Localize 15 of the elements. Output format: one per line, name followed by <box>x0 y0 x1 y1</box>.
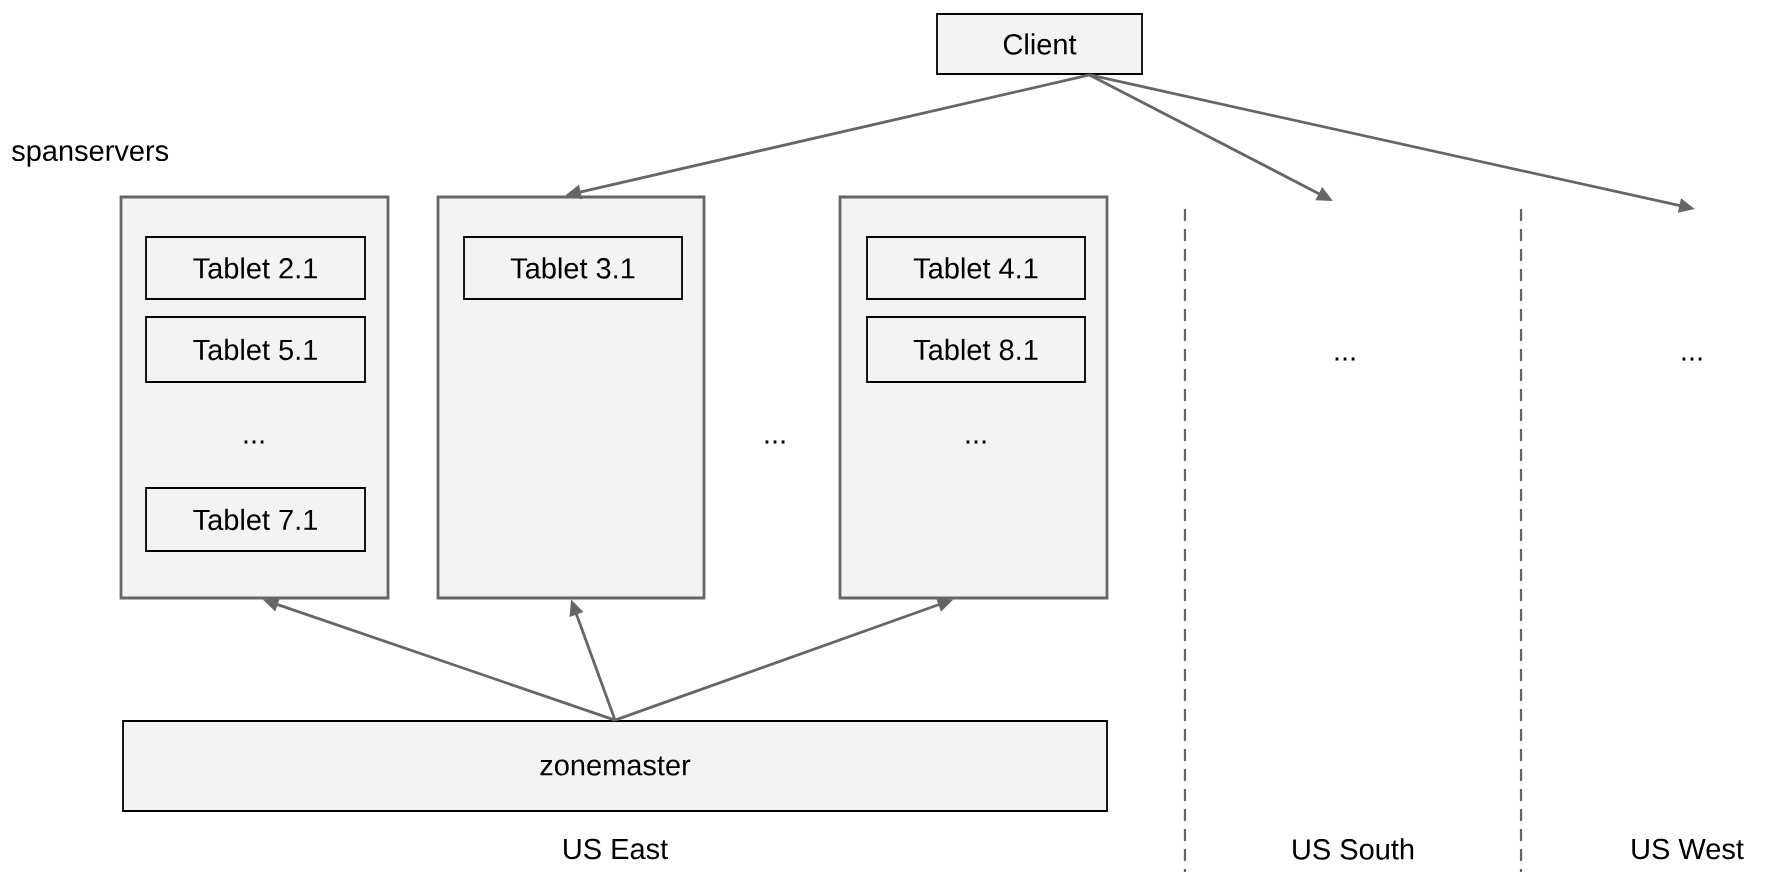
region-label: US East <box>564 838 668 860</box>
region-label: US South <box>1293 838 1414 860</box>
tablet-box: Tablet 5.1 <box>145 316 366 383</box>
client-box: Client <box>936 13 1143 75</box>
tablet-box: Tablet 3.1 <box>463 236 683 300</box>
tablet-box: Tablet 4.1 <box>866 236 1086 300</box>
tablet-box: Tablet 2.1 <box>145 236 366 300</box>
tablet-box: Tablet 7.1 <box>145 487 366 552</box>
ellipsis: ... <box>1335 357 1355 361</box>
group-label: spanservers <box>12 145 169 167</box>
ellipsis: ... <box>765 440 785 444</box>
tablet-box: Tablet 8.1 <box>866 316 1086 383</box>
region-label: US West <box>1632 838 1744 860</box>
ellipsis: ... <box>1682 357 1702 361</box>
zonemaster-box: zonemaster <box>122 720 1108 812</box>
